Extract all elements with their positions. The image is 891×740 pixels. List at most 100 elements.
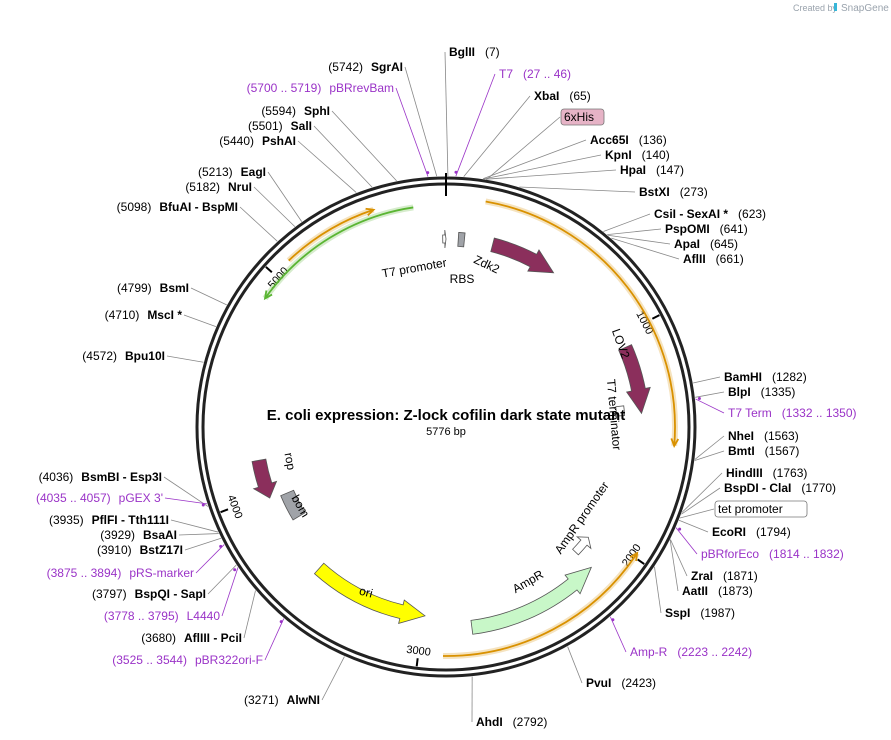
orange-3-arc <box>288 208 374 262</box>
site-bamhi: BamHI (1282) <box>724 370 807 384</box>
tick-label: 3000 <box>406 644 432 659</box>
site-position: (641) <box>720 222 748 236</box>
leader-line <box>603 213 651 232</box>
site-name: SgrAI <box>371 60 403 74</box>
leader-line <box>695 391 725 398</box>
site-name: pBRforEco <box>701 547 759 561</box>
leader-line <box>694 435 725 460</box>
site-zrai: ZraI(1871) <box>691 569 758 583</box>
site-position: (3875 .. 3894) <box>47 566 122 580</box>
feature-box-tet-promoter <box>714 500 808 518</box>
site-name: EcoRI <box>712 525 746 539</box>
site-kpni: KpnI(140) <box>605 148 670 162</box>
site-amp-r: Amp-R(2223 .. 2242) <box>630 645 752 659</box>
site-eagi: (5213)EagI <box>198 165 266 179</box>
primer-mark <box>201 503 205 507</box>
leader-line <box>190 287 227 306</box>
site-name: pGEX 3' <box>119 491 163 505</box>
tick-label: 4000 <box>225 493 245 520</box>
feature-label-rbs: RBS <box>450 272 475 286</box>
site-position: (1567) <box>765 444 800 458</box>
site-sali: (5501)SalI <box>248 119 312 133</box>
leader-line <box>567 646 583 684</box>
site-6xhis: 6xHis <box>564 110 594 124</box>
site-position: (2792) <box>513 715 548 729</box>
site-position: (1770) <box>801 481 836 495</box>
site-l4440: (3778 .. 3795) L4440 <box>104 609 220 623</box>
feature-lov2 <box>618 344 651 415</box>
site-labels: (5742)SgrAI(5700 .. 5719)pBRrevBam(5594)… <box>36 45 857 729</box>
site-position: (1282) <box>772 370 807 384</box>
site-csii-sexai: CsiI - SexAI *(623) <box>654 207 766 221</box>
site-name: KpnI <box>605 148 632 162</box>
site-name: L4440 <box>187 609 221 623</box>
site-name: PflFI - Tth111I <box>92 513 169 527</box>
site-name: BamHI <box>724 370 762 384</box>
primer-mark <box>233 568 237 572</box>
leader-line <box>239 206 278 242</box>
site-position: (4035 .. 4057) <box>36 491 111 505</box>
site-name: SspI <box>665 606 690 620</box>
site-name: CsiI - SexAI * <box>654 207 728 221</box>
site-nrui: (5182) NruI <box>185 180 252 194</box>
site-name: NheI <box>728 429 754 443</box>
green-1-arrowhead <box>263 290 273 301</box>
site-name: MscI * <box>147 308 182 322</box>
orange-3-arrowhead <box>365 207 376 216</box>
site-tet-promoter: tet promoter <box>718 502 783 516</box>
feature-label-ori: ori <box>358 584 375 601</box>
site-position: (5182) <box>185 180 220 194</box>
site-name: BsmBI - Esp3I <box>81 470 162 484</box>
site-name: NruI <box>228 180 252 194</box>
site-afliii-pcii: (3680)AflIII - PciI <box>141 631 242 645</box>
leader-line <box>694 450 725 461</box>
leader-line <box>679 508 715 519</box>
site-name: BfuAI - BspMI <box>159 200 238 214</box>
site-blpi: BlpI(1335) <box>728 385 795 399</box>
label-leader-lines <box>163 51 725 723</box>
leader-line <box>669 539 679 592</box>
map-center: E. coli expression: Z-lock cofilin dark … <box>267 407 625 438</box>
site-name: BsmI <box>160 281 189 295</box>
leader-line <box>297 140 357 193</box>
site-name: AflII <box>683 252 706 266</box>
leader-line <box>695 398 725 414</box>
site-position: (1814 .. 1832) <box>769 547 844 561</box>
leader-line <box>221 567 239 617</box>
site-name: tet promoter <box>718 502 783 516</box>
site-name: SalI <box>291 119 312 133</box>
leader-line <box>331 110 397 182</box>
orange-2-arrowhead <box>629 551 639 562</box>
site-bspqi-sapi: (3797)BspQI - SapI <box>92 587 206 601</box>
site-sphi: (5594)SphI <box>261 104 330 118</box>
feature-arcs <box>262 198 680 659</box>
leader-line <box>166 355 204 363</box>
site-name: EagI <box>241 165 266 179</box>
leader-line <box>455 73 496 177</box>
site-position: (4799) <box>117 281 152 295</box>
site-hindiii: HindIII(1763) <box>726 466 807 480</box>
site-acc65i: Acc65I(136) <box>590 133 667 147</box>
orange-1-arrowhead <box>670 438 680 448</box>
leader-line <box>681 487 721 515</box>
green-1-arc <box>264 206 414 299</box>
site-bsmbi-esp3i: (4036)BsmBI - Esp3I <box>39 470 162 484</box>
leader-line <box>395 87 429 177</box>
site-position: (5700 .. 5719) <box>247 81 322 95</box>
feature-label-t7-terminator: T7 terminator <box>604 378 624 450</box>
site-t7-term: T7 Term(1332 .. 1350) <box>728 406 857 420</box>
leader-line <box>404 66 438 177</box>
site-position: (3271) <box>244 693 279 707</box>
site-position: (3778 .. 3795) <box>104 609 179 623</box>
feature-label-zdk2: Zdk2 <box>472 252 502 276</box>
primer-mark <box>426 171 430 175</box>
feature-box-6xhis <box>560 108 605 126</box>
site-name: pRS-marker <box>129 566 194 580</box>
tick-mark <box>637 558 645 565</box>
map-title: E. coli expression: Z-lock cofilin dark … <box>267 407 625 424</box>
site-position: (1987) <box>700 606 735 620</box>
leader-line <box>670 539 688 577</box>
site-position: (7) <box>485 45 500 59</box>
leader-line <box>485 169 617 180</box>
leader-line <box>264 618 285 661</box>
